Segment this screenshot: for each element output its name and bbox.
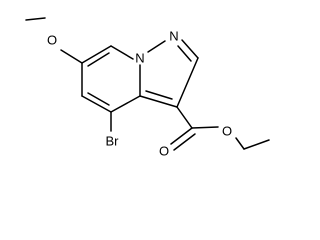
bond-c3a-c4 <box>110 95 141 113</box>
bond-c6-c7-inner <box>87 52 110 67</box>
bond-c3-c3a <box>139 95 178 108</box>
bond-o-ester-ch2 <box>235 137 245 150</box>
atom-label-br: Br <box>106 134 120 149</box>
bond-c3-carbonyl-c <box>176 106 193 129</box>
molecule-structure-diagram: N N O Br O O <box>25 17 270 159</box>
bond-carbonyl-c-o-ester <box>191 126 219 129</box>
bond-carbonyl-c-o-double-b <box>173 133 196 151</box>
bond-c6-c7 <box>81 45 112 64</box>
atom-label-n-pyrazole: N <box>169 29 178 44</box>
bond-n-pyrazole-c2 <box>181 39 199 59</box>
bond-ch2-ch3 <box>243 139 270 150</box>
atom-label-o-methoxy: O <box>47 33 57 48</box>
bond-n-bridge-n-pyrazole <box>147 40 166 53</box>
bond-c7-n-bridge <box>110 45 134 60</box>
bond-c3-c3a-inner <box>145 90 173 100</box>
bond-carbonyl-c-o-double-a <box>170 127 193 145</box>
bond-c4-c5-inner <box>87 92 110 106</box>
bond-c2-c3 <box>176 57 199 108</box>
atom-label-o-carbonyl: O <box>159 144 169 159</box>
atom-label-n-bridge: N <box>135 51 144 66</box>
bond-c6-o-methoxy <box>60 49 83 64</box>
bond-n-pyrazole-c2-inner <box>177 45 192 62</box>
bond-o-methoxy-ch3 <box>25 17 46 21</box>
bond-c4-c5 <box>81 95 112 113</box>
atom-label-o-ester: O <box>222 124 232 139</box>
